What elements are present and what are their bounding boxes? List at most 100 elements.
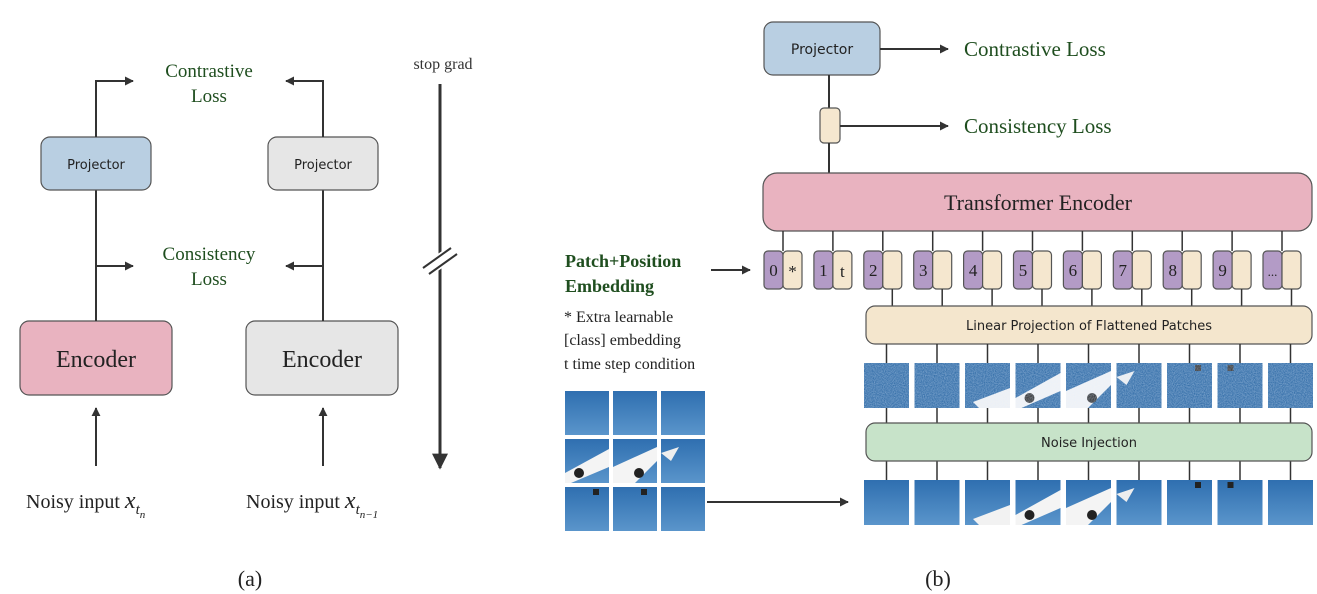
stop-grad-mark-2 — [428, 253, 458, 275]
patch-sky — [661, 391, 705, 435]
clean-patch — [613, 439, 657, 483]
linear-projection-label: Linear Projection of Flattened Patches — [966, 319, 1212, 334]
patch-sky — [864, 480, 909, 525]
noisy-patch — [1116, 363, 1162, 408]
contrastive-loss-a-line2: Loss — [191, 86, 227, 107]
token-2: 2 — [863, 231, 903, 306]
plane-gear — [641, 489, 647, 495]
patch-embedding — [882, 250, 903, 290]
clean-patch — [1066, 480, 1111, 525]
clean-patch — [1268, 480, 1313, 525]
noisy-patch — [965, 363, 1010, 408]
position-index: 4 — [969, 261, 978, 280]
note-line3: t time step condition — [564, 356, 695, 373]
clean-patch — [1116, 480, 1162, 525]
noisy-patch — [1268, 363, 1313, 408]
patch-embedding — [1231, 250, 1252, 290]
online-branch: Encoder Projector — [19, 76, 173, 466]
plane-engine — [574, 468, 584, 478]
patch-embedding — [1181, 250, 1202, 290]
contrastive-loss-a-line1: Contrastive — [165, 61, 253, 82]
consistency-loss-a-line1: Consistency — [163, 244, 256, 265]
position-index: ... — [1268, 264, 1278, 279]
plane-gear — [1227, 482, 1234, 488]
token-6: 6 — [1062, 231, 1103, 306]
patch-sky — [565, 487, 609, 531]
clean-patch — [1217, 480, 1263, 525]
token-5: 5 — [1012, 231, 1053, 306]
noise-overlay — [1015, 363, 1061, 408]
patch-sky — [613, 487, 657, 531]
plane-gear — [1195, 482, 1201, 488]
token-4: 4 — [962, 231, 1003, 306]
token-7: 7 — [1112, 231, 1152, 306]
noise-overlay — [965, 363, 1010, 408]
embedding-title-line1: Patch+Position — [565, 251, 681, 271]
projector-b-label: Projector — [791, 42, 853, 58]
noisy-patch — [1066, 363, 1111, 408]
token-10: ... — [1262, 231, 1302, 306]
class-token-output — [819, 107, 841, 144]
position-index: 9 — [1218, 261, 1227, 280]
clean-patch — [661, 439, 705, 483]
token-9: 9 — [1212, 231, 1252, 306]
patch-embedding — [1131, 250, 1152, 290]
noisy-patch — [1167, 363, 1212, 408]
position-index: 0 — [769, 261, 778, 280]
plane-engine — [634, 468, 644, 478]
patch-embedding — [1031, 250, 1053, 290]
position-index: 5 — [1019, 261, 1028, 280]
clean-patch-row — [864, 480, 1313, 525]
position-index: 7 — [1119, 261, 1128, 280]
contrastive-loss-b: Contrastive Loss — [964, 37, 1106, 61]
clean-patch — [565, 439, 609, 483]
plane-engine — [1024, 510, 1035, 520]
noise-overlay — [1066, 363, 1111, 408]
clean-patch — [965, 480, 1010, 525]
noisy-input-target: Noisy input xtn−1 — [246, 488, 378, 521]
position-index: 6 — [1069, 261, 1078, 280]
noisy-patch — [864, 363, 909, 408]
clean-patch — [661, 391, 705, 435]
noise-overlay — [1167, 363, 1212, 408]
stop-grad-mark-1 — [422, 247, 452, 269]
clean-patch — [661, 487, 705, 531]
plane-wing — [973, 505, 1010, 525]
projector-online-label: Projector — [67, 158, 125, 173]
plane-gear — [593, 489, 599, 495]
patch-connectors — [885, 344, 1292, 480]
plane-engine — [1087, 510, 1097, 520]
noisy-patch — [1015, 363, 1061, 408]
patch-embedding — [832, 250, 853, 290]
token-8: 8 — [1162, 231, 1202, 306]
patch-sky — [1116, 480, 1162, 525]
patch-sky — [565, 391, 609, 435]
clean-patch — [1015, 480, 1061, 525]
contrastive-arrow-target — [285, 76, 324, 137]
patch-sky — [1167, 480, 1212, 525]
encoder-target-label: Encoder — [282, 347, 362, 373]
caption-b: (b) — [925, 566, 951, 591]
clean-patch — [864, 480, 909, 525]
patch-sky — [1217, 480, 1263, 525]
noisy-input-online: Noisy input xtn — [26, 488, 146, 521]
patch-sky — [613, 391, 657, 435]
noise-overlay — [1268, 363, 1313, 408]
target-branch: Encoder Projector — [245, 76, 399, 466]
consistency-loss-b: Consistency Loss — [964, 114, 1112, 138]
encoder-online-label: Encoder — [56, 347, 136, 373]
consistency-loss-a-line2: Loss — [191, 269, 227, 290]
patch-embedding — [782, 250, 803, 290]
plane-nose — [1116, 488, 1135, 502]
noisy-patch — [1217, 363, 1263, 408]
patch-embedding — [1281, 250, 1302, 290]
noise-overlay — [864, 363, 909, 408]
panel-a: Encoder Projector Contrastive Loss Consi… — [19, 56, 473, 591]
projector-target-label: Projector — [294, 158, 352, 173]
stop-grad-gap — [422, 246, 458, 276]
patch-sky — [661, 487, 705, 531]
contrastive-arrow-online — [95, 76, 134, 137]
